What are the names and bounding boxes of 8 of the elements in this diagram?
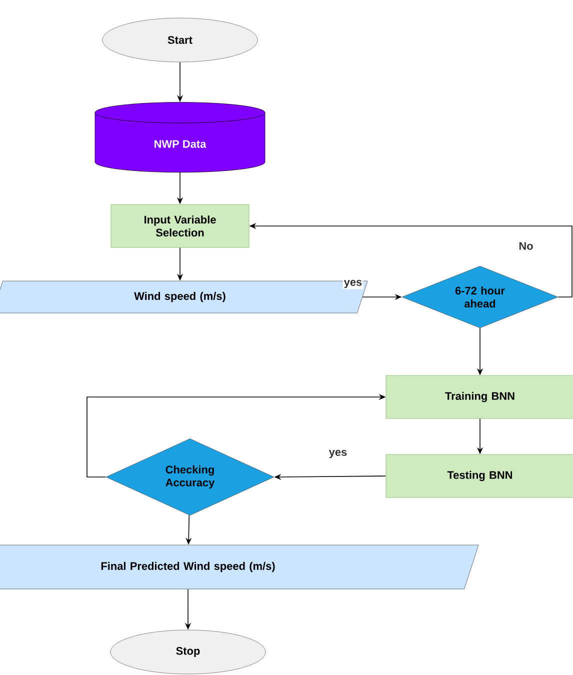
data-parallelogram: Final Predicted Wind speed (m/s) (0, 544, 479, 590)
database-cylinder: NWP Data (94, 102, 266, 173)
process-box: Input Variable Selection (110, 204, 250, 248)
edge-label: No (518, 241, 534, 251)
process-box: Training BNN (386, 375, 573, 419)
edge-label: yes (328, 448, 348, 460)
process-box: Testing BNN (386, 454, 573, 498)
edge-label: yes (342, 278, 364, 290)
